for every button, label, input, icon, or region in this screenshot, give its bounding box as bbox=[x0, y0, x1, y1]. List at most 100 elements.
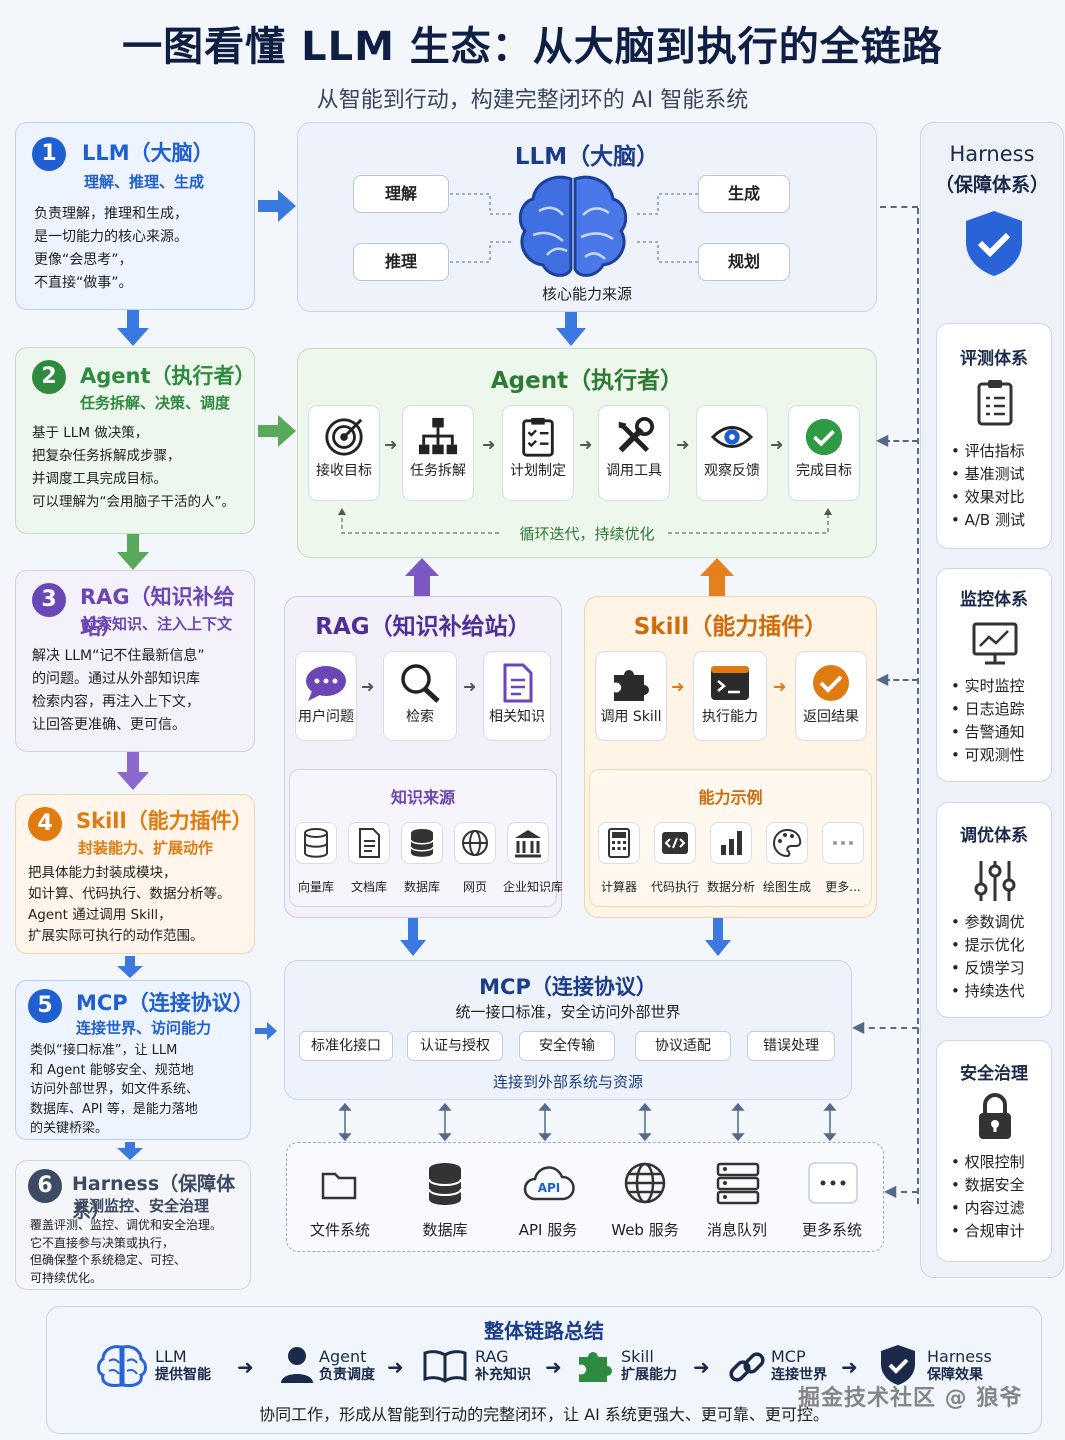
system-label: 文件系统 bbox=[309, 1221, 370, 1239]
card-description: 解决 LLM“记不住最新信息” 的问题。通过从外部知识库 检索内容，再注入上下文… bbox=[32, 648, 205, 733]
summary-item-name: RAG bbox=[475, 1347, 509, 1366]
harness-title-line2: （保障体系） bbox=[934, 174, 1049, 196]
up-arrows bbox=[405, 558, 734, 596]
harness-card-title: 评测体系 bbox=[960, 349, 1028, 369]
brain-icon bbox=[518, 175, 628, 277]
more-icon bbox=[808, 1162, 858, 1204]
web-globe-icon bbox=[624, 1162, 666, 1204]
harness-card-list: • 实时监控 • 日志追踪 • 告警通知 • 可观测性 bbox=[951, 677, 1025, 764]
sources-title: 知识来源 bbox=[390, 788, 455, 807]
database-icon bbox=[401, 822, 443, 864]
arrow-right-icon: ➜ bbox=[770, 435, 784, 454]
arrow-right-icon: ➜ bbox=[671, 677, 685, 696]
building-icon bbox=[507, 822, 549, 864]
terminal-icon bbox=[711, 666, 749, 700]
arrow-left-icon: ◀ bbox=[852, 1017, 865, 1036]
card-title: Skill（能力插件） bbox=[76, 809, 253, 833]
calculator-icon bbox=[598, 822, 640, 864]
book-icon bbox=[423, 1350, 467, 1383]
pill-plan: 规划 bbox=[698, 243, 790, 281]
harness-connector bbox=[858, 1027, 918, 1029]
arrow-right-icon: ➜ bbox=[773, 677, 787, 696]
search-icon bbox=[401, 664, 440, 703]
mcp-feature-standard-interface: 标准化接口 bbox=[299, 1031, 393, 1061]
number-badge-4: 4 bbox=[28, 807, 62, 841]
summary-item-name: Harness bbox=[927, 1347, 992, 1366]
harness-eval-card: 评测体系 • 评估指标 • 基准测试 • 效果对比 • A/B 测试 bbox=[936, 323, 1052, 549]
harness-tuning-card: 调优体系 • 参数调优 • 提示优化 • 反馈学习 • 持续迭代 bbox=[936, 802, 1052, 1018]
summary-item-name: Agent bbox=[319, 1347, 367, 1366]
agent-panel-title: Agent（执行者） bbox=[490, 368, 684, 394]
page-subtitle: 从智能到行动，构建完整闭环的 AI 智能系统 bbox=[316, 88, 749, 113]
arrow-right-icon: ➜ bbox=[545, 1355, 562, 1379]
system-label: 数据库 bbox=[422, 1221, 468, 1239]
harness-connector bbox=[884, 440, 918, 442]
step-label: 调用 Skill bbox=[600, 709, 662, 725]
palette-icon bbox=[766, 822, 808, 864]
skill-step-execute: 执行能力 bbox=[693, 651, 767, 741]
sliders-icon bbox=[974, 861, 1016, 901]
arrow-right-icon: ➜ bbox=[579, 435, 593, 454]
example-label: 绘图生成 bbox=[762, 880, 811, 894]
system-label: API 服务 bbox=[518, 1221, 578, 1239]
source-label: 数据库 bbox=[403, 880, 440, 894]
summary-item-desc: 负责调度 bbox=[319, 1367, 375, 1383]
agent-step-observe: 观察反馈 bbox=[696, 405, 768, 501]
link-icon bbox=[729, 1352, 765, 1382]
arrow-right-icon: ➜ bbox=[676, 435, 690, 454]
step-label: 执行能力 bbox=[702, 709, 758, 725]
shield-check-icon bbox=[881, 1345, 915, 1385]
bidirectional-arrows bbox=[338, 1102, 837, 1142]
mcp-caption: 连接到外部系统与资源 bbox=[492, 1073, 643, 1091]
arrow-right-icon: ➜ bbox=[841, 1355, 858, 1379]
source-label: 网页 bbox=[462, 880, 487, 894]
card-llm: 1 LLM（大脑） 理解、推理、生成 负责理解，推理和生成， 是一切能力的核心来… bbox=[15, 122, 255, 310]
summary-item-name: LLM bbox=[155, 1347, 187, 1366]
number-badge-2: 2 bbox=[32, 360, 66, 394]
chat-bubble-icon bbox=[306, 666, 346, 701]
system-label: 消息队列 bbox=[706, 1221, 767, 1239]
summary-item-name: MCP bbox=[771, 1347, 806, 1366]
card-subtitle: 连接世界、访问能力 bbox=[76, 1019, 212, 1037]
clipboard-icon bbox=[977, 380, 1013, 426]
external-systems: API 文件系统 数据库 API 服务 Web 服务 消息队列 更多系统 bbox=[286, 1142, 884, 1252]
more-icon bbox=[822, 822, 864, 864]
arrow-right-icon: ➜ bbox=[361, 677, 375, 696]
person-icon bbox=[281, 1347, 313, 1383]
mcp-panel-title: MCP（连接协议） bbox=[479, 975, 657, 999]
agent-step-use-tools: 调用工具 bbox=[598, 405, 670, 501]
step-label: 计划制定 bbox=[510, 463, 566, 479]
card-title: RAG（知识补给站） bbox=[80, 585, 235, 639]
checklist-icon bbox=[522, 417, 554, 457]
check-circle-icon bbox=[813, 665, 849, 701]
api-icon-text: API bbox=[538, 1181, 561, 1195]
rag-panel: RAG（知识补给站） 用户问题 检索 相关知识 ➜ ➜ 知识来源 向量库 文档库… bbox=[284, 596, 563, 918]
monitor-chart-icon bbox=[972, 622, 1018, 665]
card-title: Harness（保障体系） bbox=[72, 1173, 236, 1222]
step-label: 用户问题 bbox=[298, 709, 354, 725]
harness-card-title: 监控体系 bbox=[960, 590, 1028, 610]
left-flow-arrows bbox=[117, 190, 296, 1160]
number-badge-1: 1 bbox=[32, 137, 66, 171]
down-to-mcp-arrows bbox=[400, 918, 731, 956]
api-cloud-icon: API bbox=[523, 1166, 575, 1201]
card-title: Agent（执行者） bbox=[80, 364, 256, 388]
globe-icon bbox=[454, 822, 496, 864]
summary-item-desc: 连接世界 bbox=[771, 1367, 827, 1383]
harness-card-list: • 评估指标 • 基准测试 • 效果对比 • A/B 测试 bbox=[951, 442, 1025, 529]
agent-panel: Agent（执行者） 接收目标 任务拆解 计划制定 调用工具 观察反馈 完成目标… bbox=[297, 348, 877, 558]
harness-card-title: 调优体系 bbox=[960, 826, 1028, 846]
agent-step-complete: 完成目标 bbox=[788, 405, 860, 501]
rag-panel-title: RAG（知识补给站） bbox=[315, 614, 531, 640]
step-label: 接收目标 bbox=[316, 463, 372, 479]
example-label: 计算器 bbox=[600, 880, 637, 894]
example-label: 数据分析 bbox=[706, 880, 755, 894]
source-label: 文档库 bbox=[350, 880, 387, 894]
loop-caption: 循环迭代，持续优化 bbox=[519, 525, 655, 543]
card-description: 负责理解，推理和生成， 是一切能力的核心来源。 更像“会思考”， 不直接“做事”… bbox=[34, 206, 188, 291]
target-icon bbox=[325, 418, 363, 456]
